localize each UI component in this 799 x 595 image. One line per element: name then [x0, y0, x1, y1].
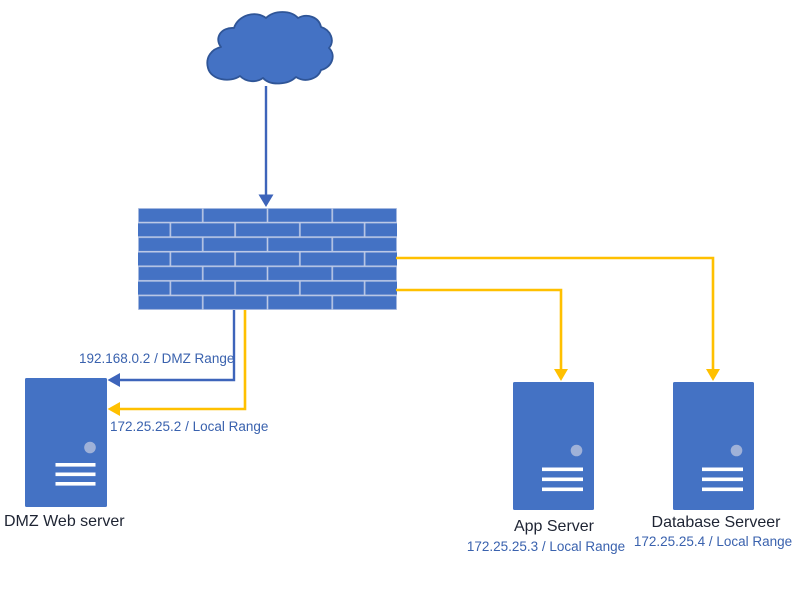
dmz-web-server-icon: [25, 378, 107, 507]
connector-firewall-to-database-server: [396, 256, 720, 381]
firewall-icon: [138, 208, 397, 310]
server-vents: [55, 463, 96, 486]
connector-firewall-to-dmz-blue: [107, 310, 236, 387]
local-range-ip-label: 172.25.25.2 / Local Range: [110, 419, 269, 434]
server-body: [25, 378, 107, 507]
database-server-icon: [673, 382, 754, 510]
dmz-range-ip-label: 192.168.0.2 / DMZ Range: [79, 351, 235, 366]
app-server-label: App Server: [513, 518, 595, 535]
connector-firewall-to-dmz-orange: [107, 310, 247, 416]
connector-line: [120, 310, 236, 382]
app-server-icon: [513, 382, 594, 510]
server-vents: [542, 467, 583, 492]
arrowhead-down-icon: [554, 369, 568, 381]
connector-firewall-to-app-server: [396, 288, 568, 381]
connector-line: [120, 310, 247, 411]
dmz-web-server-label: DMZ Web server: [4, 513, 125, 530]
firewall-wall: [138, 208, 397, 310]
app-server-ip-label: 172.25.25.3 / Local Range: [466, 539, 626, 554]
connector-line: [396, 288, 563, 369]
arrowhead-down-icon: [258, 194, 274, 207]
database-server-label: Database Serveer: [651, 514, 781, 531]
arrowhead-left-icon: [107, 373, 120, 387]
arrowhead-left-icon: [107, 402, 120, 416]
database-server-ip-label: 172.25.25.4 / Local Range: [633, 534, 793, 549]
connector-internet-to-firewall: [258, 86, 274, 207]
internet-cloud-icon: [206, 11, 334, 85]
server-power-dot: [84, 441, 96, 454]
arrowhead-down-icon: [706, 369, 720, 381]
connector-line: [396, 256, 715, 369]
server-vents: [702, 467, 743, 492]
server-power-dot: [730, 444, 743, 457]
server-power-dot: [570, 444, 583, 457]
